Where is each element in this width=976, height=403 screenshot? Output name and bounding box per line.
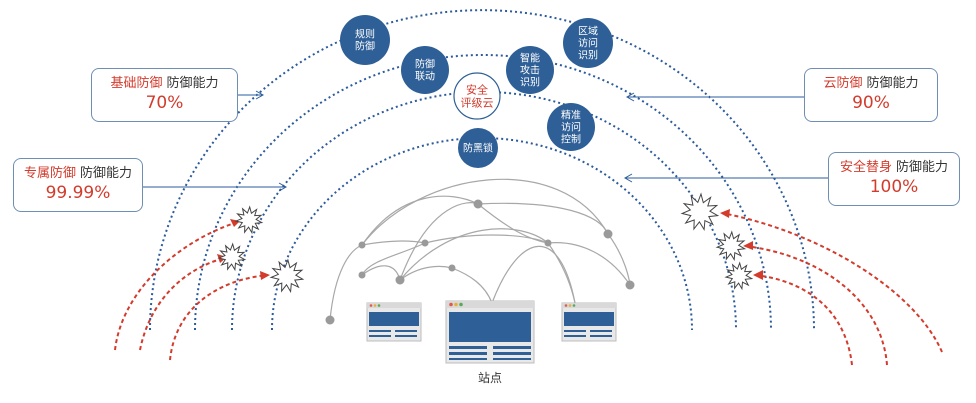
mesh-node bbox=[544, 239, 552, 247]
callout-value: 70% bbox=[145, 93, 184, 113]
attack-arrows bbox=[114, 212, 943, 366]
arrowhead-attack-r2 bbox=[743, 241, 753, 250]
callout-connectors bbox=[143, 90, 828, 192]
attack-arrow-left-2 bbox=[139, 257, 226, 351]
mesh-link bbox=[477, 203, 549, 244]
arrowhead-attack-r1 bbox=[720, 209, 730, 218]
capability-node-label: 精准访问控制 bbox=[561, 109, 581, 146]
capability-node-label: 区域访问识别 bbox=[578, 25, 598, 62]
mesh-nodes bbox=[325, 199, 635, 325]
callout-name: 安全替身 bbox=[839, 160, 892, 175]
arc-second bbox=[194, 54, 772, 331]
mesh-node bbox=[625, 280, 635, 290]
callout-name: 基础防御 bbox=[110, 76, 163, 91]
callout-capability: 防御能力 bbox=[866, 76, 919, 91]
impact-burst bbox=[680, 192, 720, 232]
capability-node-linkage: 防御联动 bbox=[401, 46, 449, 94]
mesh-link bbox=[451, 267, 493, 304]
arc-third bbox=[231, 91, 737, 331]
mesh-node bbox=[395, 275, 405, 285]
callout-capability: 防御能力 bbox=[166, 76, 219, 91]
mesh-node bbox=[325, 315, 335, 325]
mesh-link bbox=[361, 242, 426, 276]
callout-security-substitute: 安全替身防御能力 100% bbox=[828, 152, 960, 206]
impact-burst bbox=[715, 230, 747, 262]
capability-node-smart: 智能攻击识别 bbox=[506, 46, 554, 94]
arrowhead-attack-l3 bbox=[260, 271, 270, 280]
impact-burst bbox=[234, 205, 264, 235]
attack-arrowheads bbox=[217, 209, 763, 280]
mesh-link bbox=[491, 245, 576, 304]
rating-cloud-label: 安全评级云 bbox=[461, 83, 494, 110]
arrowhead-attack-r3 bbox=[753, 270, 763, 280]
capability-node-circle bbox=[340, 15, 390, 65]
arrowhead-cloud bbox=[625, 92, 635, 102]
mesh-link bbox=[547, 242, 576, 304]
site-label: 站点 bbox=[478, 371, 503, 385]
arc-outer bbox=[149, 9, 815, 331]
mesh-node bbox=[603, 229, 613, 239]
capability-node-circle bbox=[506, 46, 554, 94]
mesh-link bbox=[607, 233, 631, 286]
capability-node-region: 区域访问识别 bbox=[563, 18, 613, 68]
mesh-link bbox=[361, 240, 426, 246]
impact-burst bbox=[724, 261, 754, 291]
callout-name: 云防御 bbox=[823, 76, 863, 91]
impact-bursts bbox=[217, 192, 754, 294]
mesh-node bbox=[421, 239, 429, 247]
attack-arrow-right-2 bbox=[744, 245, 888, 366]
mesh-link bbox=[361, 178, 609, 246]
site-window-center bbox=[445, 300, 535, 364]
arrowhead-basic bbox=[255, 90, 265, 100]
mesh-link bbox=[477, 202, 609, 235]
capability-node-label: 规则防御 bbox=[355, 28, 375, 53]
mesh-node bbox=[358, 241, 366, 249]
callout-cloud-defense: 云防御防御能力 90% bbox=[804, 68, 938, 122]
protection-arcs bbox=[149, 9, 815, 331]
mesh-node bbox=[448, 264, 456, 272]
capability-node-label: 智能攻击识别 bbox=[520, 52, 540, 89]
capability-node-circle bbox=[401, 46, 449, 94]
callout-basic-defense: 基础防御防御能力 70% bbox=[91, 68, 238, 122]
site-window-right bbox=[561, 302, 617, 342]
capability-node-blacklock: 防黑锁 bbox=[458, 128, 498, 168]
callout-capability: 防御能力 bbox=[896, 160, 949, 175]
capability-node-label: 防黑锁 bbox=[463, 142, 493, 155]
site-window-left bbox=[366, 302, 422, 342]
arrowhead-dedicated bbox=[278, 182, 288, 192]
mesh-link bbox=[329, 244, 363, 321]
arrowhead-substitute bbox=[623, 173, 633, 183]
callout-dedicated-defense: 专属防御防御能力 99.99% bbox=[13, 158, 143, 212]
capability-node-circle bbox=[563, 18, 613, 68]
impact-burst bbox=[269, 258, 305, 294]
impact-burst bbox=[217, 242, 247, 272]
callout-value: 90% bbox=[852, 93, 890, 113]
callout-value: 100% bbox=[869, 177, 919, 197]
mesh-node bbox=[358, 271, 366, 279]
rating-cloud: 安全评级云 bbox=[453, 72, 501, 120]
capability-node-label: 防御联动 bbox=[415, 58, 435, 83]
attack-arrow-right-1 bbox=[721, 212, 943, 353]
attack-arrow-left-1 bbox=[114, 221, 239, 351]
callout-value: 99.99% bbox=[45, 183, 111, 203]
capability-node-rules: 规则防御 bbox=[340, 15, 390, 65]
mesh-link bbox=[399, 228, 549, 281]
capability-node-circle bbox=[458, 128, 498, 168]
capability-node-circle bbox=[547, 103, 595, 151]
callout-capability: 防御能力 bbox=[80, 166, 133, 181]
mesh-link bbox=[361, 195, 479, 246]
callout-name: 专属防御 bbox=[23, 166, 76, 181]
mesh-node bbox=[473, 199, 483, 209]
mesh-link bbox=[547, 242, 631, 286]
mesh-link bbox=[424, 234, 549, 244]
attack-arrow-right-3 bbox=[754, 274, 853, 366]
mesh-link bbox=[399, 265, 453, 281]
capability-node-precise: 精准访问控制 bbox=[547, 103, 595, 151]
attack-arrow-left-3 bbox=[169, 274, 269, 361]
